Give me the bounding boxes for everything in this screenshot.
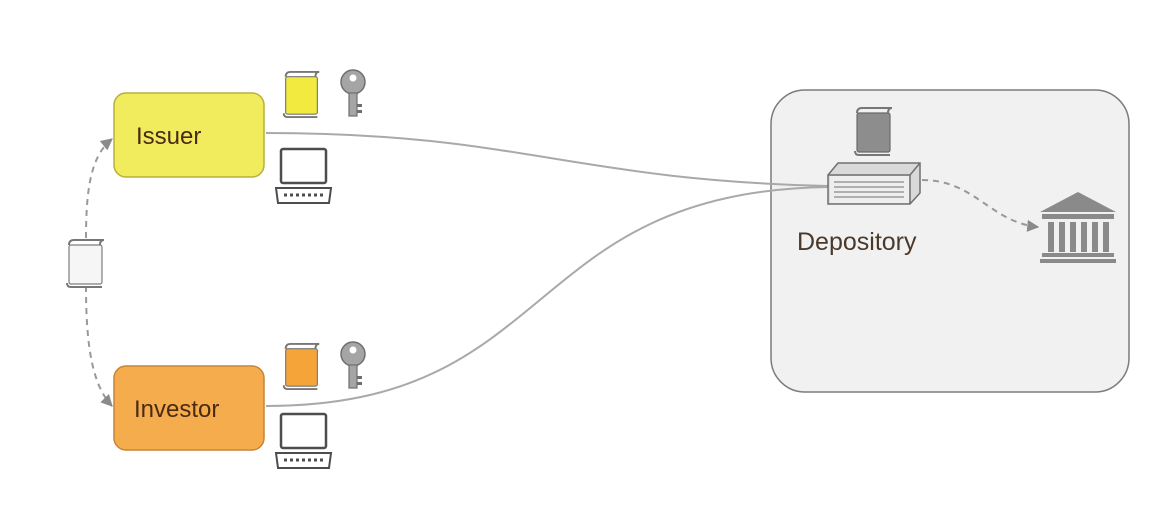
scroll-icon [65,238,106,288]
investor-node[interactable]: Investor [113,365,265,451]
doc-to-issuer-arrow [85,138,113,239]
server-icon[interactable] [827,162,921,205]
scroll-icon [282,342,321,390]
issuer-label: Issuer [136,123,201,150]
issuer-to-depository-line [265,132,829,187]
laptop-icon [274,412,333,469]
doc-to-investor-arrow [85,285,113,407]
scroll-icon [853,106,894,156]
scroll-icon [282,70,321,118]
depository-to-bank-arrow [921,179,1040,232]
investor-label: Investor [134,396,219,423]
issuer-node[interactable]: Issuer [113,92,265,178]
key-icon [340,69,366,117]
bank-icon [1040,192,1116,263]
laptop-icon [274,147,333,204]
key-icon [340,341,366,389]
investor-to-depository-line [265,186,829,407]
depository-label: Depository [797,228,917,256]
